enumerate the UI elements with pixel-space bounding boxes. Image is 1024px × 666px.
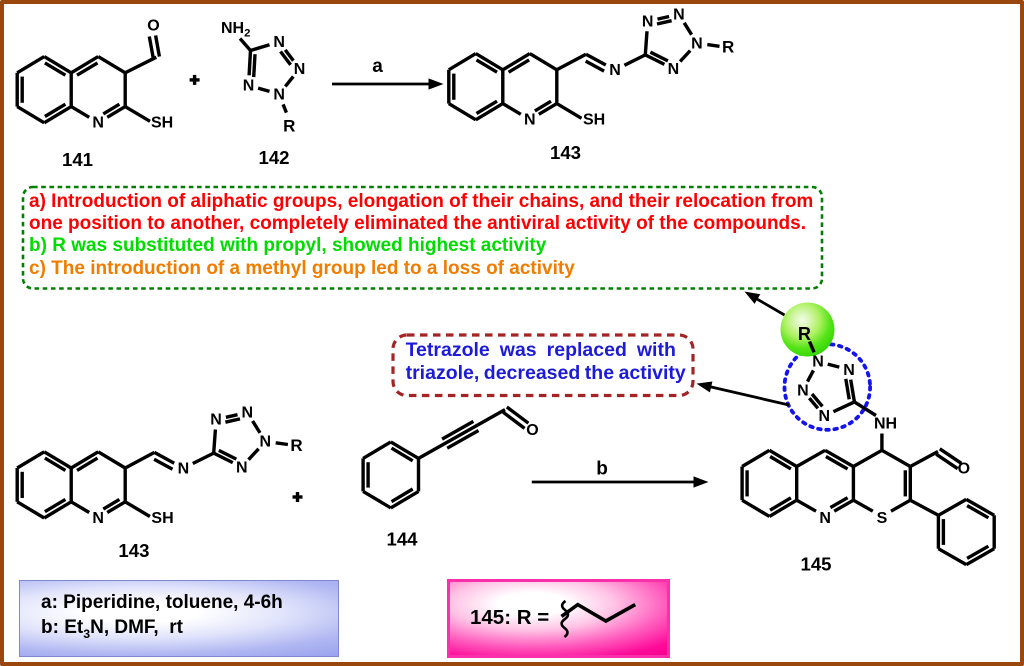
svg-text:N: N	[691, 35, 703, 52]
svg-text:N: N	[92, 115, 104, 132]
svg-text:N: N	[812, 354, 824, 371]
svg-text:N: N	[609, 62, 621, 79]
svg-text:145: 145	[800, 554, 831, 575]
svg-text:N: N	[819, 510, 831, 527]
svg-text:N: N	[797, 383, 809, 400]
svg-text:N: N	[273, 86, 285, 103]
svg-text:SH: SH	[583, 112, 605, 129]
svg-text:SH: SH	[151, 115, 173, 132]
svg-text:R: R	[798, 324, 811, 344]
svg-text:144: 144	[386, 529, 418, 550]
svg-text:R: R	[283, 116, 295, 135]
svg-text:N: N	[668, 61, 680, 78]
svg-text:142: 142	[258, 147, 289, 168]
svg-text:N: N	[273, 34, 285, 51]
svg-text:a: a	[372, 56, 383, 77]
svg-text:141: 141	[62, 149, 93, 170]
svg-text:N: N	[243, 78, 255, 95]
svg-text:O: O	[958, 461, 970, 478]
svg-text:N: N	[673, 7, 685, 24]
svg-text:N: N	[294, 61, 306, 78]
svg-text:NH2: NH2	[221, 20, 250, 40]
svg-text:O: O	[147, 18, 159, 35]
svg-text:N: N	[819, 408, 831, 425]
svg-text:N: N	[642, 14, 654, 31]
svg-text:S: S	[877, 510, 888, 527]
svg-text:O: O	[526, 422, 538, 439]
svg-text:b: b	[596, 459, 608, 480]
svg-text:R: R	[722, 38, 734, 57]
svg-text:143: 143	[550, 142, 581, 163]
svg-text:N: N	[524, 112, 536, 129]
svg-text:N: N	[843, 362, 855, 379]
svg-text:NH: NH	[874, 416, 897, 433]
